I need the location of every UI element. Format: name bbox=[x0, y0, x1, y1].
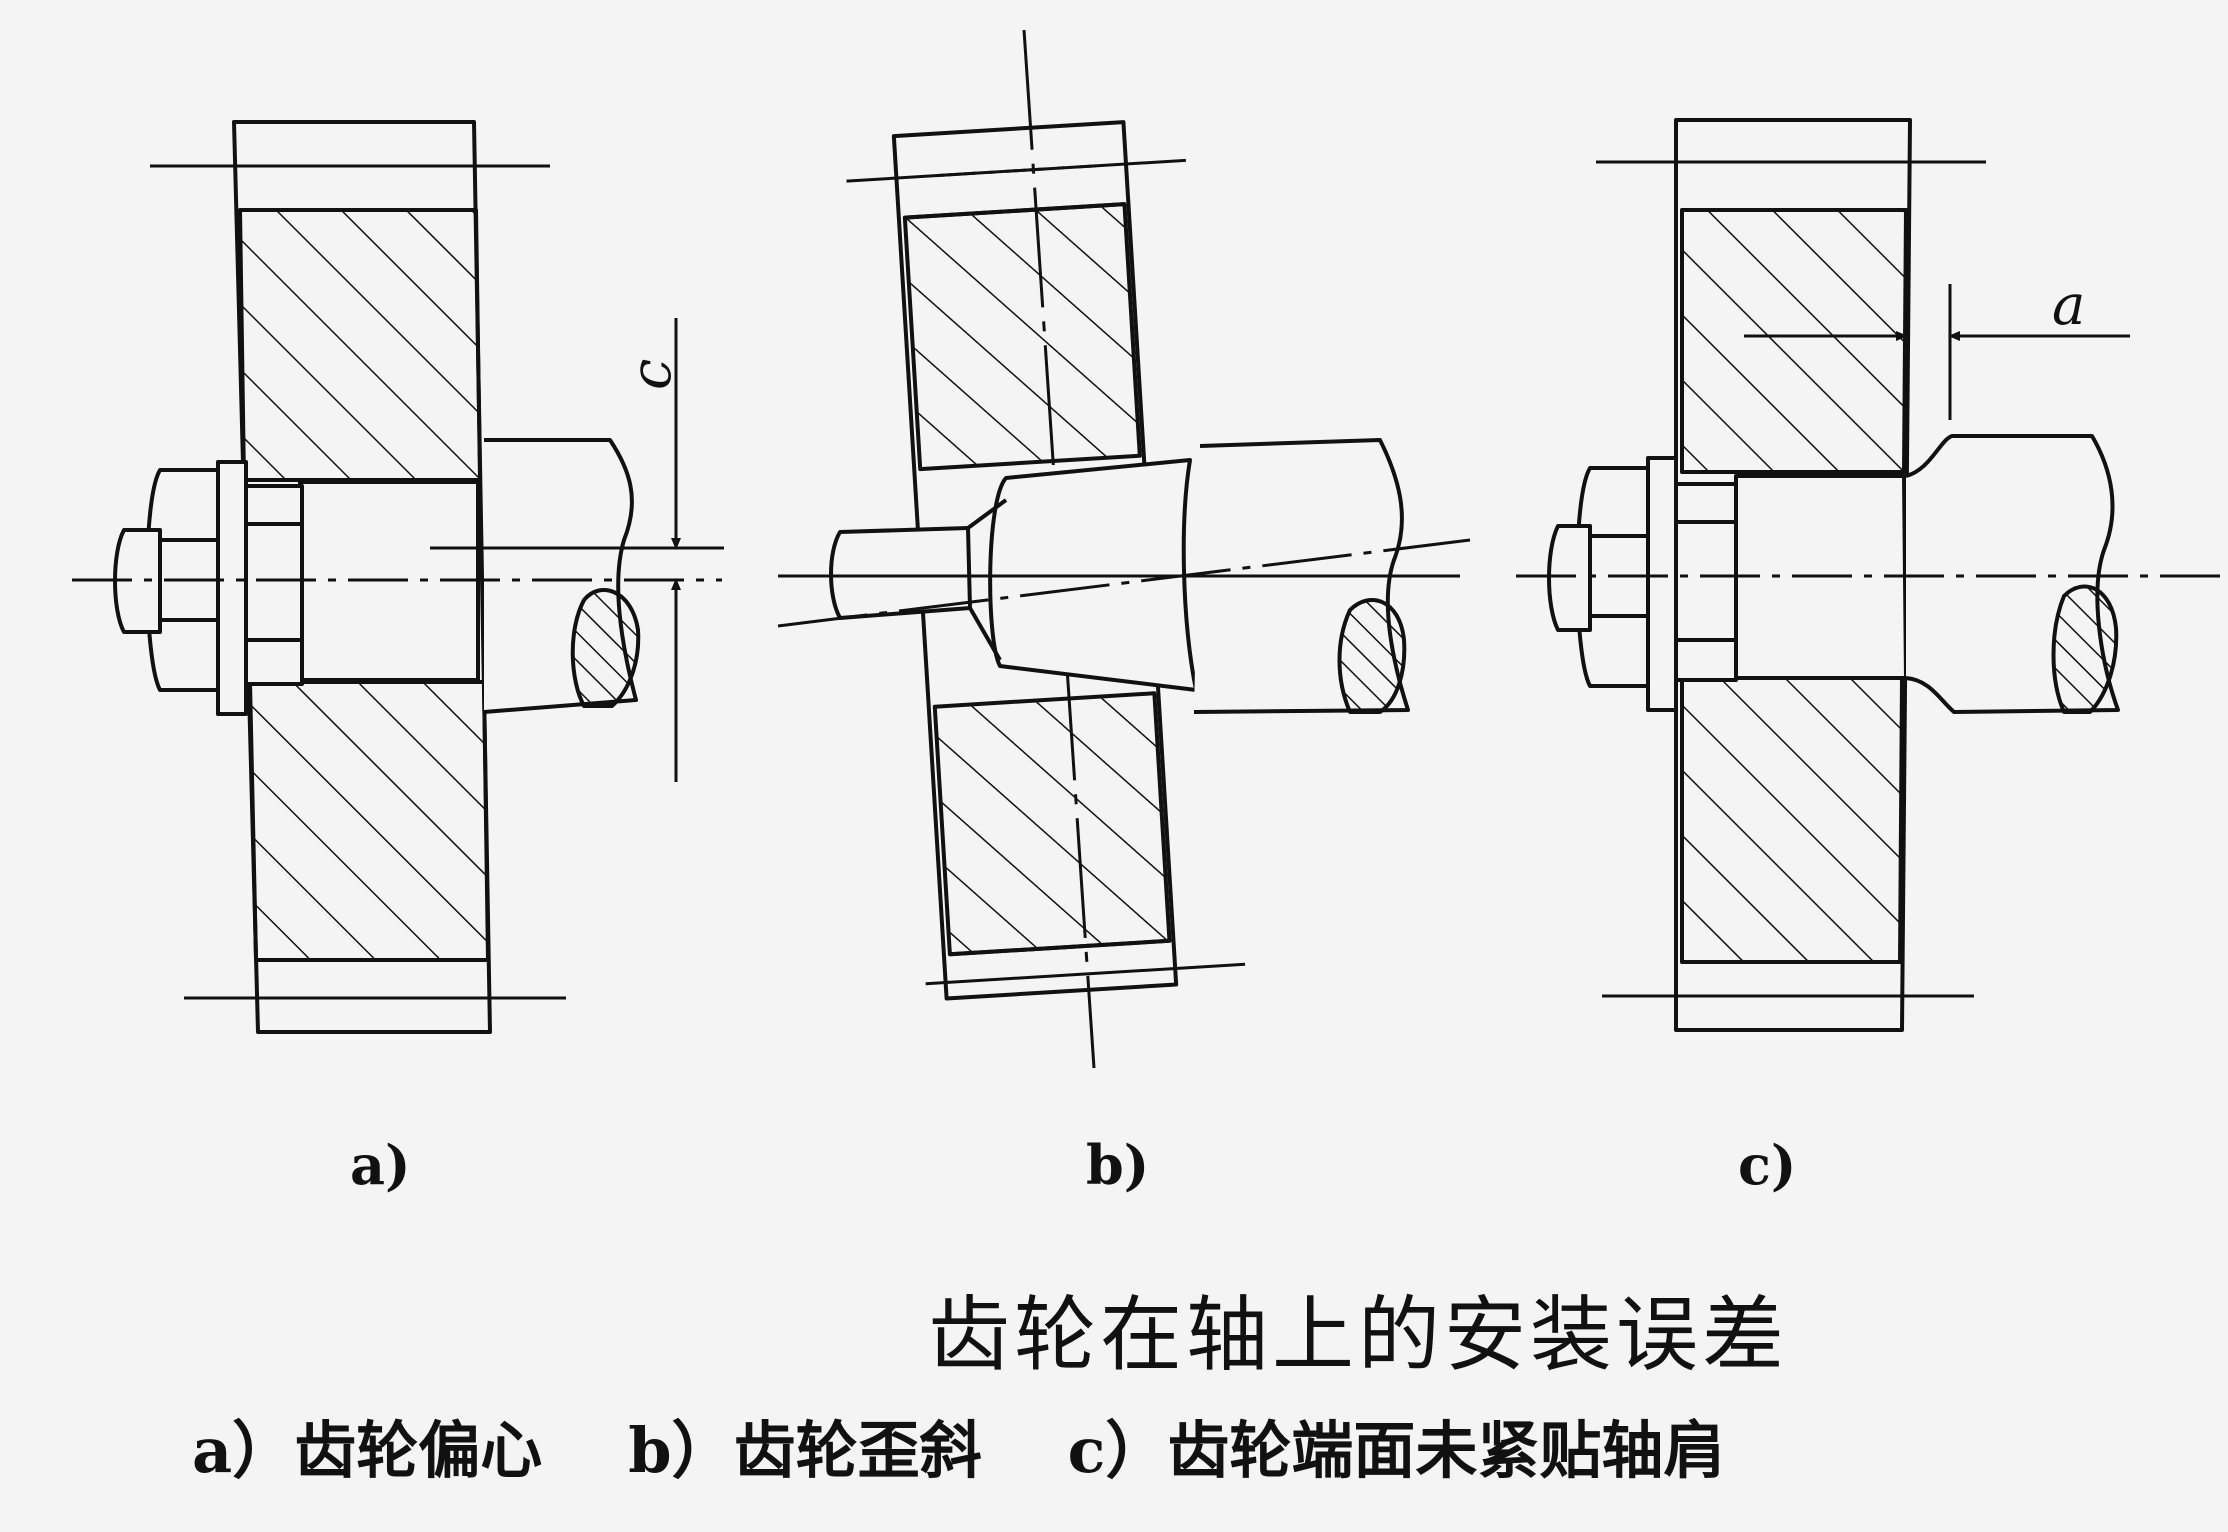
legend-text-b: 齿轮歪斜 bbox=[733, 1414, 982, 1487]
legend-text-a: 齿轮偏心 bbox=[294, 1414, 543, 1487]
subfigure-label-a: a) bbox=[350, 1133, 411, 1197]
dimension-label-a: a bbox=[2052, 273, 2085, 338]
legend-marker-a: a） bbox=[192, 1414, 295, 1487]
subfigure-label-c: c) bbox=[1738, 1133, 1796, 1197]
legend-marker-c: c） bbox=[1067, 1414, 1168, 1487]
subfigure-a-drawing bbox=[72, 120, 724, 1034]
legend-text-c: 齿轮端面未紧贴轴肩 bbox=[1167, 1414, 1726, 1487]
subfigure-label-b: b) bbox=[1086, 1133, 1149, 1197]
subfigure-c-drawing bbox=[1516, 118, 2228, 1032]
dimension-label-c: c bbox=[619, 359, 684, 390]
legend-marker-b: b） bbox=[628, 1414, 734, 1487]
subfigure-b-drawing bbox=[777, 29, 1471, 1069]
figure-title: 齿轮在轴上的安装误差 bbox=[928, 1288, 1789, 1383]
figure-legend: a）齿轮偏心 b）齿轮歪斜 c）齿轮端面未紧贴轴肩 bbox=[192, 1400, 1725, 1490]
